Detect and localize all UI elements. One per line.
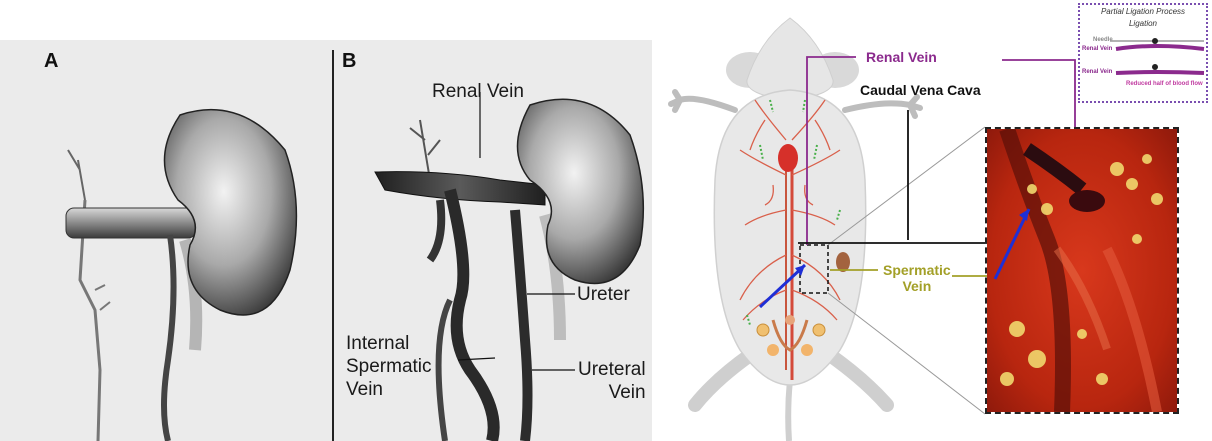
internal-spermatic-vein-line-1: Internal — [346, 332, 432, 355]
ligation-drawing — [1080, 5, 1206, 101]
spermatic-vein-line-1: Spermatic — [883, 262, 951, 278]
internal-spermatic-vein-line-3: Vein — [346, 378, 432, 401]
surgical-photo — [987, 129, 1177, 412]
internal-spermatic-vein-line-2: Spermatic — [346, 355, 432, 378]
renal-vein-label-mouse: Renal Vein — [866, 49, 937, 65]
ureteral-vein-label: Ureteral Vein — [578, 358, 646, 404]
renal-vein-label: Renal Vein — [432, 80, 524, 103]
caudal-vena-cava-label: Caudal Vena Cava — [860, 82, 981, 98]
spermatic-vein-label: Spermatic Vein — [883, 262, 951, 294]
internal-spermatic-vein-label: Internal Spermatic Vein — [346, 332, 432, 401]
ureter-label: Ureter — [577, 283, 630, 306]
ligation-process-box: Partial Ligation Process Ligation Needle… — [1078, 3, 1208, 103]
surgical-photo-inset — [985, 127, 1179, 414]
ureteral-vein-line-2: Vein — [578, 381, 646, 404]
panel-b-label: B — [342, 50, 356, 73]
panel-a-label: A — [44, 50, 58, 73]
ureteral-vein-line-1: Ureteral — [578, 358, 646, 381]
kidney-illustration-panel: A B Renal Vein Ureter Internal Spermatic… — [0, 40, 652, 441]
spermatic-vein-line-2: Vein — [883, 278, 951, 294]
kidney-vein-illustration — [0, 40, 652, 441]
panel-a-drawing — [66, 110, 296, 441]
mouse-body — [714, 90, 865, 385]
